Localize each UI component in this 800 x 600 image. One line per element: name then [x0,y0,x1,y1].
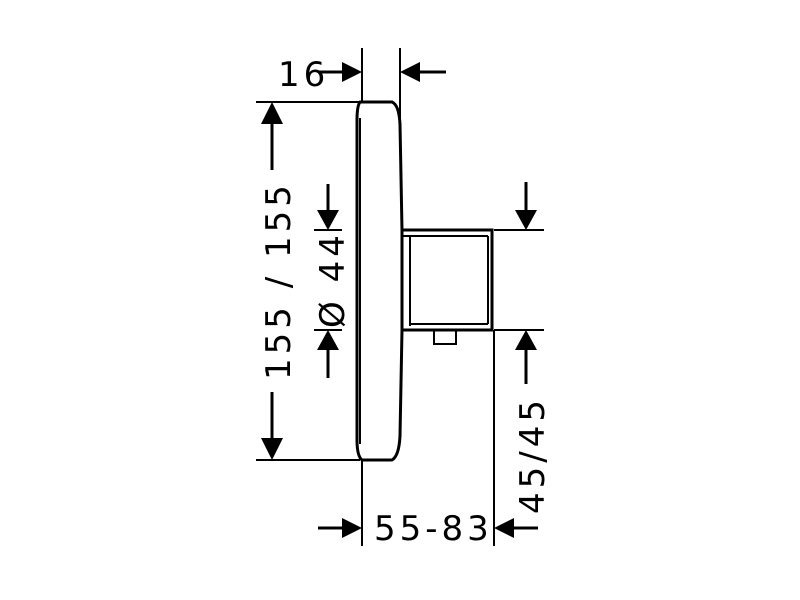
dimension-depth: 55-83 [318,330,538,549]
dimension-label-depth: 55-83 [374,509,493,549]
dimension-label-diameter: Ø 44 [313,231,353,328]
cover-plate [355,100,404,462]
dimension-label-height: 155 / 155 [259,181,299,380]
dimension-offset: 45/45 [494,182,553,514]
dimension-diameter: Ø 44 [313,184,353,378]
thermostat-body [402,228,494,345]
dimension-height: 155 / 155 [256,101,360,461]
dimension-label-offset: 45/45 [513,396,553,514]
dimension-16: 16 [278,48,446,122]
dimension-label-16: 16 [278,55,329,95]
